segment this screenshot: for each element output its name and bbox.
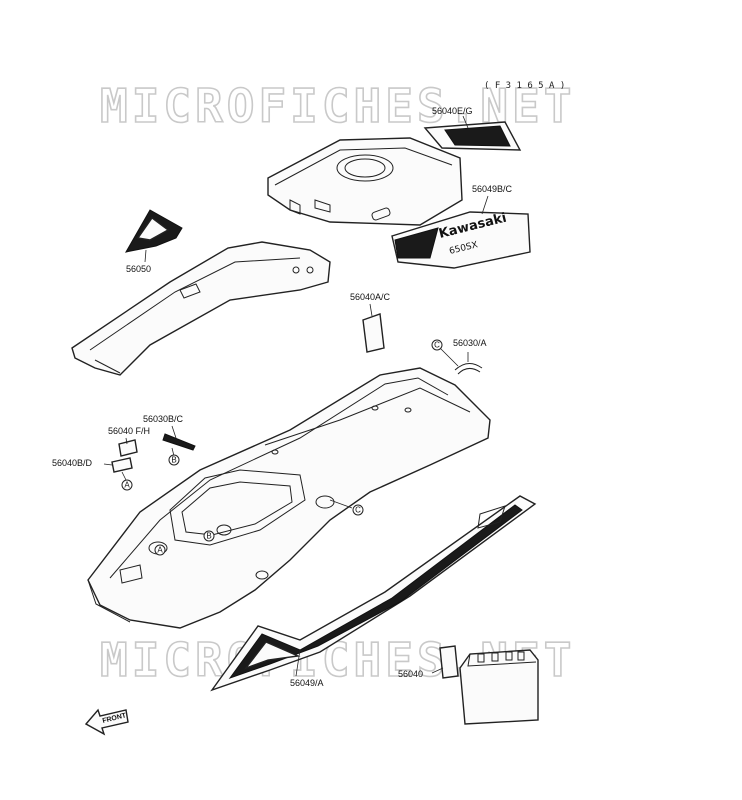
hull bbox=[87, 367, 491, 629]
battery bbox=[431, 645, 539, 725]
label-56040bd: 56040B/D bbox=[52, 458, 93, 468]
callout-b-hull: B bbox=[206, 532, 211, 541]
decal-56040bd: A bbox=[103, 457, 133, 491]
label-56050: 56050 bbox=[126, 264, 151, 274]
decal-56030bc: B bbox=[162, 425, 196, 466]
label-56030a: 56030/A bbox=[453, 338, 487, 348]
callout-c-top: C bbox=[434, 341, 440, 350]
front-arrow: FRONT bbox=[84, 708, 129, 736]
callout-a-left: A bbox=[124, 481, 130, 490]
label-56040fh: 56040 F/H bbox=[108, 426, 150, 436]
reference-code: ( F 3 1 6 5 A ) bbox=[484, 81, 565, 91]
decal-56040eg bbox=[423, 115, 522, 151]
part-56030a: C bbox=[431, 339, 483, 375]
callout-a-hull: A bbox=[157, 546, 163, 555]
callout-c-hull: C bbox=[355, 506, 361, 515]
decal-56040fh bbox=[118, 437, 138, 457]
callout-b-left: B bbox=[171, 456, 176, 465]
label-56040eg: 56040E/G bbox=[432, 106, 473, 116]
label-56040: 56040 bbox=[398, 669, 423, 679]
label-56049a: 56049/A bbox=[290, 678, 324, 688]
label-56030bc: 56030B/C bbox=[143, 414, 184, 424]
engine-hood bbox=[267, 137, 463, 226]
decal-56050 bbox=[125, 209, 183, 263]
label-56040ac: 56040A/C bbox=[350, 292, 391, 302]
decal-56049a bbox=[210, 495, 537, 692]
decal-56040ac bbox=[362, 303, 385, 353]
label-56049bc: 56049B/C bbox=[472, 184, 513, 194]
rear-deck bbox=[71, 241, 331, 376]
